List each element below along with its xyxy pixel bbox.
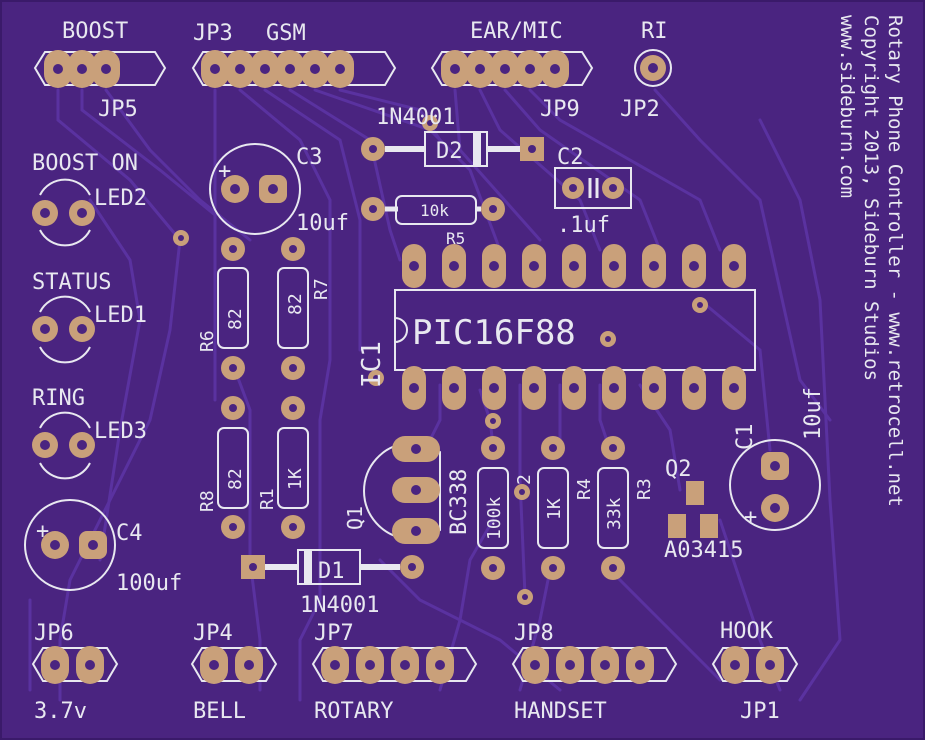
label-jp8-value: HANDSET bbox=[514, 699, 607, 724]
label-r5-value: 10k bbox=[420, 201, 449, 220]
mosfet-q2 bbox=[668, 481, 718, 538]
label-r7: R7 bbox=[311, 278, 332, 300]
label-c2: C2 bbox=[557, 145, 584, 170]
label-status: STATUS bbox=[32, 270, 111, 295]
label-led2: LED2 bbox=[94, 186, 147, 211]
label-r8: R8 bbox=[197, 490, 218, 512]
label-jp7-value: ROTARY bbox=[314, 699, 393, 724]
label-r1-value: 1K bbox=[285, 468, 306, 490]
label-boost-on: BOOST ON bbox=[32, 151, 138, 176]
label-jp4-value: BELL bbox=[193, 699, 246, 724]
label-r6-value: 82 bbox=[225, 308, 246, 330]
resistor-r3 bbox=[597, 436, 629, 580]
label-d2-value: 1N4001 bbox=[376, 105, 455, 130]
label-jp6: JP6 bbox=[34, 621, 74, 646]
silkscreen-labels: BOOST JP5 JP3 GSM EAR/MIC JP9 RI JP2 BOO… bbox=[32, 19, 780, 724]
label-q2: Q2 bbox=[665, 457, 692, 482]
label-jp6-value: 3.7v bbox=[34, 699, 87, 724]
label-r1: R1 bbox=[257, 488, 278, 510]
label-jp1: JP1 bbox=[740, 699, 780, 724]
label-r4-value: 1K bbox=[544, 498, 565, 520]
label-gsm: GSM bbox=[266, 21, 306, 46]
label-c4: C4 bbox=[116, 521, 143, 546]
label-led3: LED3 bbox=[94, 419, 147, 444]
label-jp2: JP2 bbox=[620, 97, 660, 122]
label-ic1-value: PIC16F88 bbox=[412, 313, 576, 353]
diode-d2 bbox=[361, 131, 544, 167]
label-d1: D1 bbox=[318, 559, 345, 584]
header-jp7 bbox=[311, 646, 478, 684]
label-r6: R6 bbox=[197, 330, 218, 352]
label-boost: BOOST bbox=[62, 19, 128, 44]
label-r3: R3 bbox=[634, 478, 655, 500]
label-ic1: IC1 bbox=[357, 341, 387, 388]
led2 bbox=[32, 178, 95, 247]
label-c2-value: .1uf bbox=[557, 213, 610, 238]
credit-line-3: www.sideburn.com bbox=[836, 15, 858, 198]
label-r2-value: 100k bbox=[484, 496, 505, 540]
label-d1-value: 1N4001 bbox=[300, 593, 379, 618]
label-c3: C3 bbox=[296, 145, 323, 170]
label-c3-value: 10uf bbox=[296, 211, 349, 236]
label-ear-mic: EAR/MIC bbox=[470, 19, 563, 44]
label-c1-value: 10uf bbox=[801, 387, 826, 440]
label-jp5: JP5 bbox=[98, 97, 138, 122]
label-led1: LED1 bbox=[94, 303, 147, 328]
pad-holes bbox=[40, 63, 780, 670]
rotated-labels: IC1 R6 82 R7 82 R8 82 R1 1K Q1 BC338 100… bbox=[197, 278, 826, 540]
label-q2-value: A03415 bbox=[664, 538, 743, 563]
label-r5: R5 bbox=[446, 229, 465, 248]
credits-text: Rotary Phone Controller - www.retrocell.… bbox=[836, 15, 906, 507]
label-ri: RI bbox=[641, 19, 668, 44]
label-r7-value: 82 bbox=[285, 293, 306, 315]
label-ring: RING bbox=[32, 386, 85, 411]
credit-line-2: Copyright 2013, Sideburn Studios bbox=[860, 15, 882, 381]
label-jp7: JP7 bbox=[314, 621, 354, 646]
label-jp4: JP4 bbox=[193, 621, 233, 646]
label-jp9: JP9 bbox=[540, 97, 580, 122]
label-r3-value: 33k bbox=[604, 497, 625, 530]
label-q1: Q1 bbox=[343, 506, 367, 530]
label-jp8: JP8 bbox=[514, 621, 554, 646]
svg-text:+: + bbox=[744, 505, 757, 530]
label-r4: R4 bbox=[574, 478, 595, 500]
label-jp3: JP3 bbox=[193, 21, 233, 46]
credit-line-1: Rotary Phone Controller - www.retrocell.… bbox=[884, 15, 906, 507]
label-q1-value: BC338 bbox=[447, 469, 472, 535]
label-c4-value: 100uf bbox=[116, 571, 182, 596]
label-d2: D2 bbox=[436, 139, 463, 164]
label-c1: C1 bbox=[733, 424, 758, 451]
label-r2: 2 bbox=[514, 474, 535, 485]
label-r8-value: 82 bbox=[225, 468, 246, 490]
label-hook: HOOK bbox=[720, 619, 774, 644]
